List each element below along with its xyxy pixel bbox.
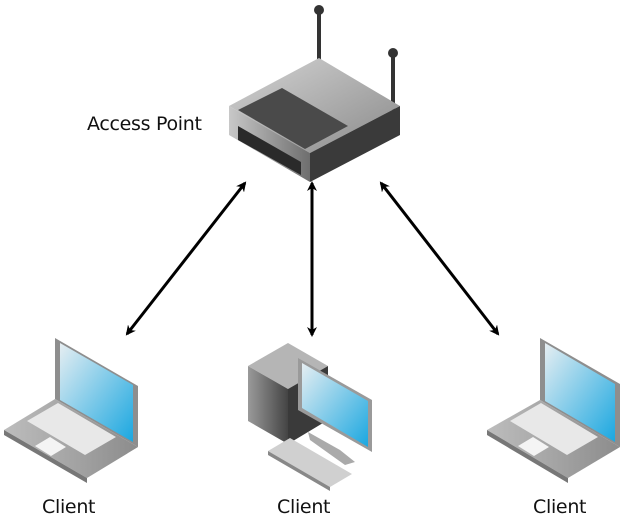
link-arrow-client1 <box>125 181 247 336</box>
desktop-computer-icon <box>248 343 372 491</box>
laptop-icon <box>487 338 620 483</box>
link-arrow-client3 <box>379 181 500 336</box>
client-label: Client <box>533 496 587 518</box>
client-label: Client <box>42 496 96 518</box>
access-point-icon <box>229 5 400 182</box>
access-point-label: Access Point <box>87 113 202 135</box>
client-label: Client <box>277 496 331 518</box>
laptop-icon <box>4 338 138 483</box>
